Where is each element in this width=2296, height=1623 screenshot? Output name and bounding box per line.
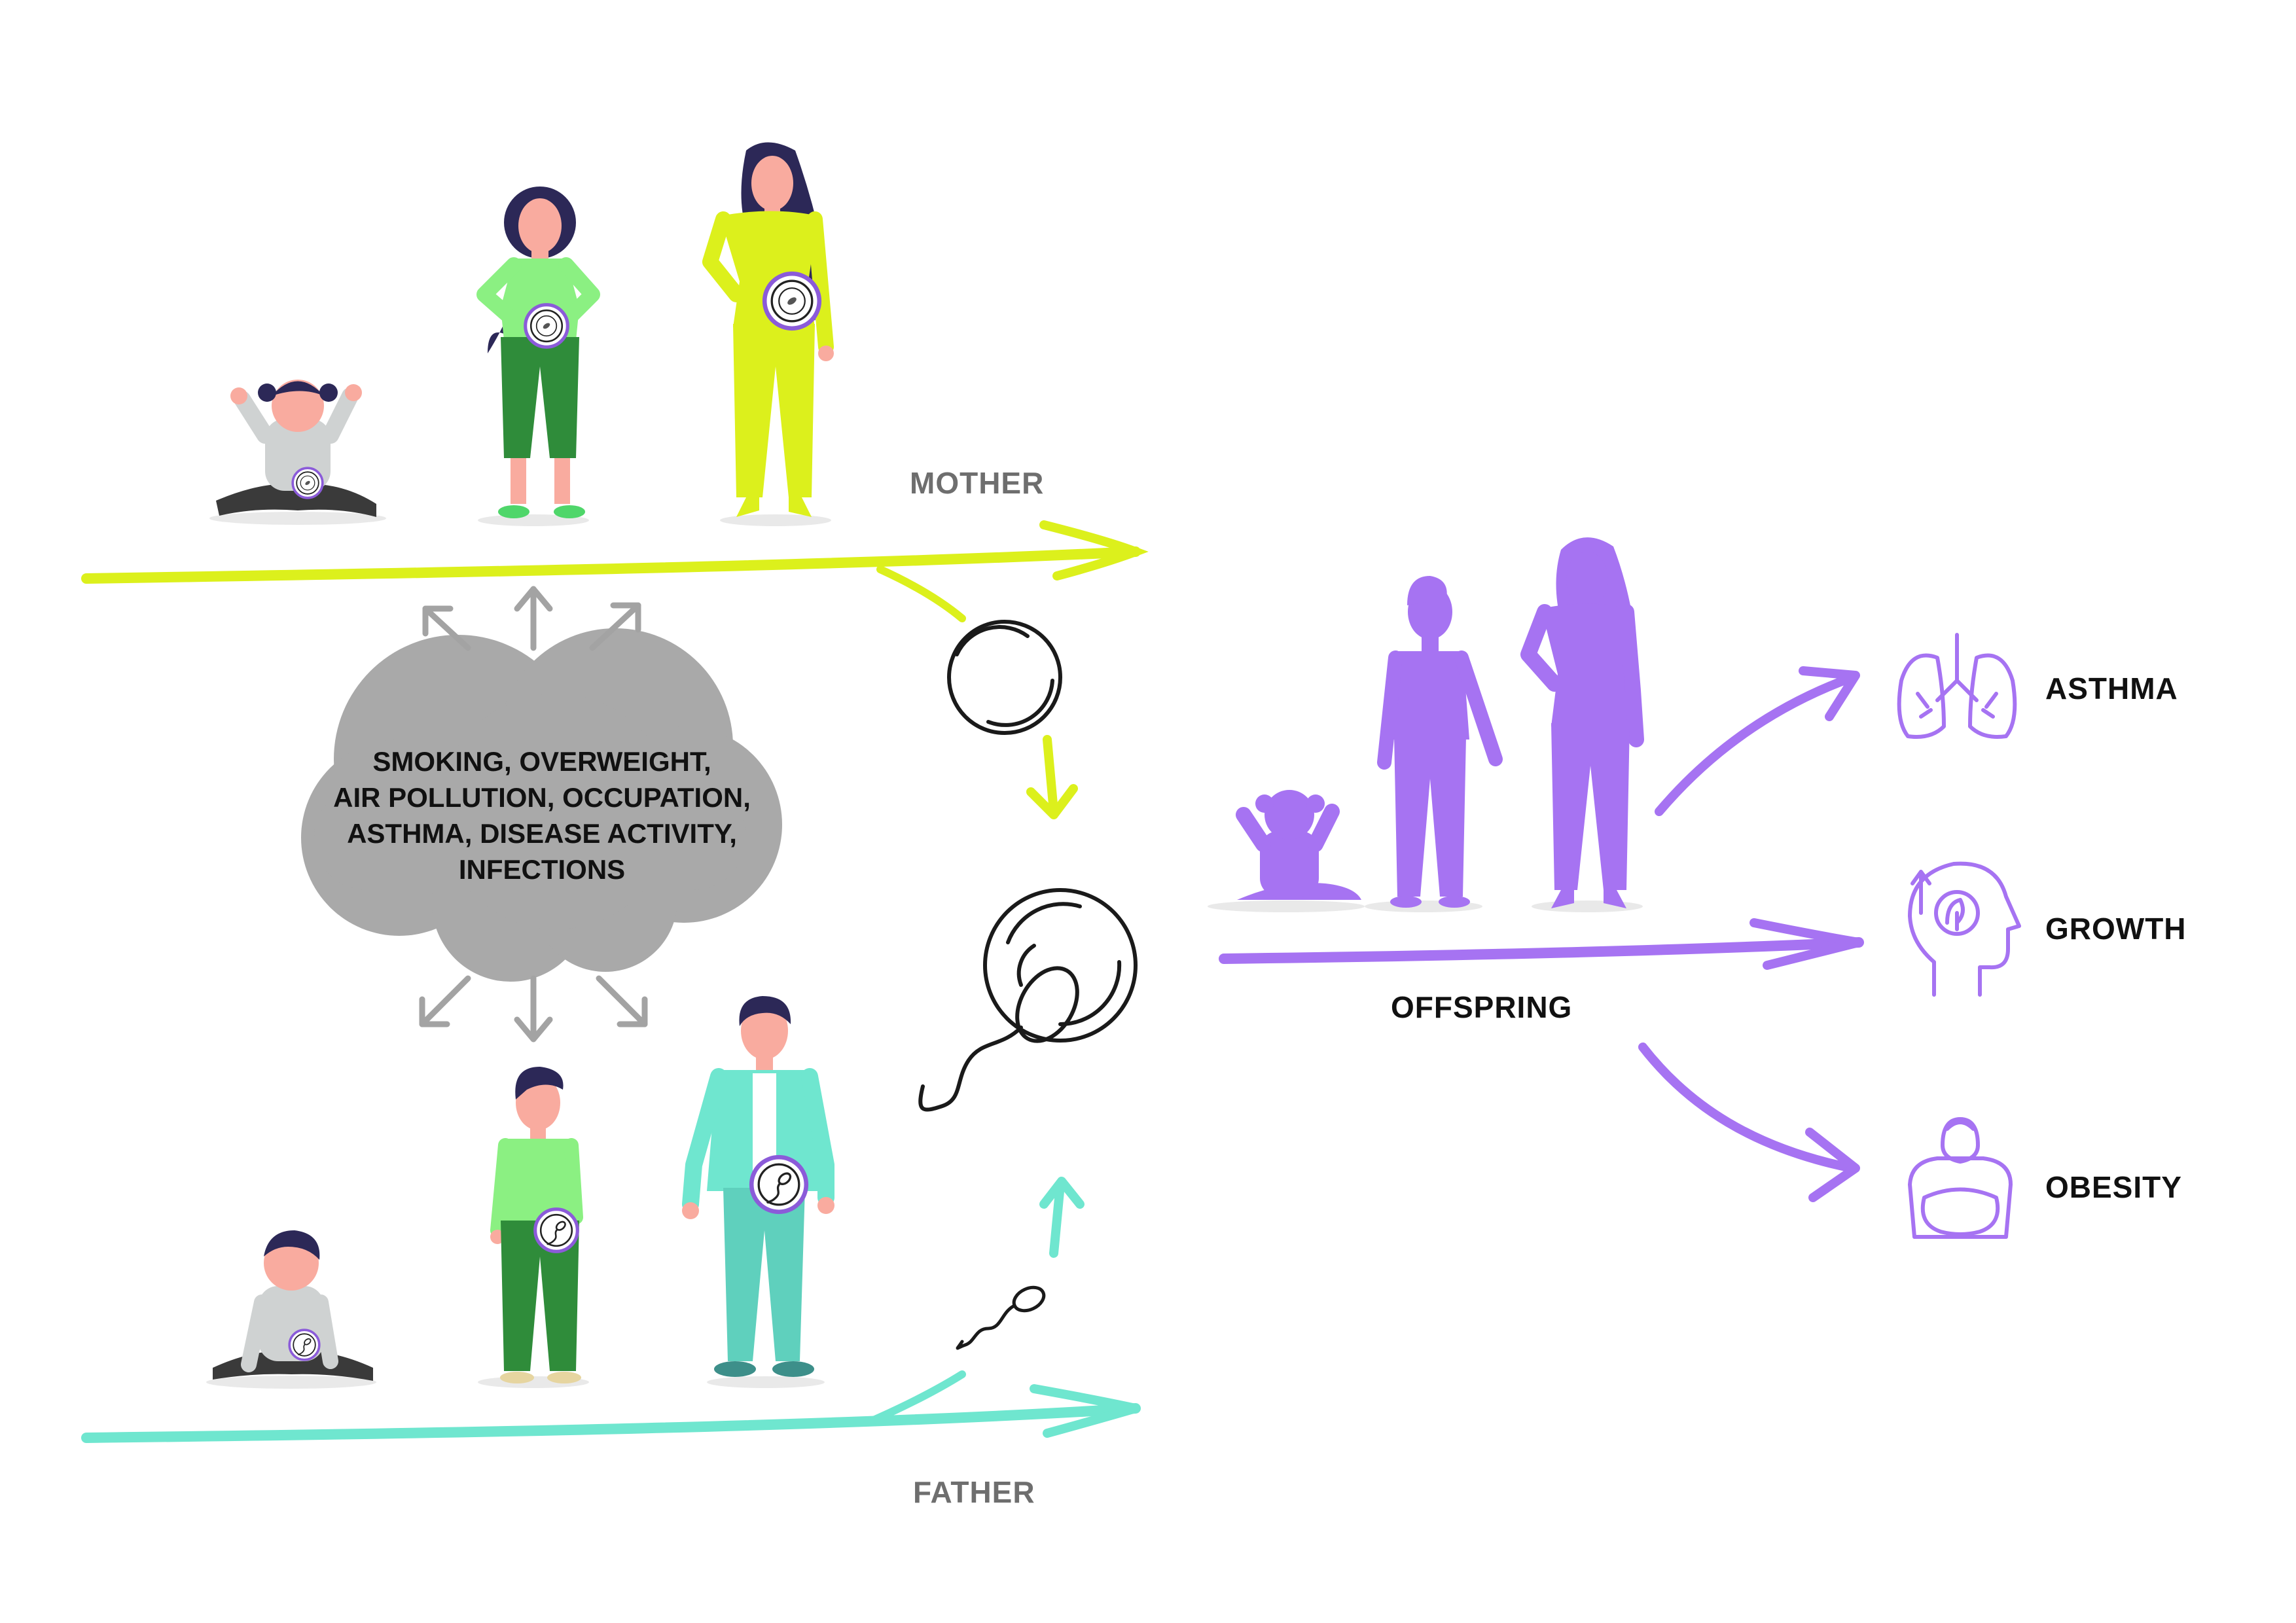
mother-timeline: MOTHER	[81, 466, 1149, 622]
offspring-adult-silhouette	[1520, 537, 1644, 912]
offspring-timeline: OFFSPRING	[1219, 918, 1864, 1024]
father-arrowhead	[1030, 1384, 1137, 1438]
head-growth-icon	[1908, 861, 2021, 997]
down-left-arrow	[419, 975, 471, 1027]
father-adult-figure	[682, 996, 834, 1388]
father-timeline-arrow	[81, 1403, 1141, 1443]
mother-arrowhead	[1039, 520, 1149, 580]
father-label: FATHER	[913, 1475, 1035, 1509]
father-child-figure	[478, 1067, 589, 1388]
up-right-arrow	[589, 602, 641, 651]
asthma-arrow	[1655, 666, 1860, 816]
mother-child-figure	[476, 187, 600, 526]
offspring-arrowhead	[1749, 918, 1860, 970]
mother-baby-figure	[209, 380, 386, 525]
obesity-body-icon	[1908, 1117, 2013, 1239]
fertilization-icon	[918, 888, 1138, 1112]
mother-label: MOTHER	[910, 466, 1044, 500]
sperm-cell-icon	[956, 1285, 1046, 1350]
father-baby-figure	[206, 1230, 376, 1389]
father-timeline: FATHER	[81, 1370, 1141, 1509]
offspring-timeline-arrow	[1219, 937, 1864, 964]
risk-factors-cloud: SMOKING, OVERWEIGHT, AIR POLLUTION, OCCU…	[301, 628, 782, 982]
mother-adult-figure	[702, 142, 834, 526]
offspring-baby-silhouette	[1208, 790, 1365, 912]
cloud-line-3: ASTHMA, DISEASE ACTIVITY,	[347, 818, 737, 849]
offspring-label: OFFSPRING	[1391, 990, 1572, 1024]
down-arrow	[514, 975, 553, 1043]
obesity-arrow	[1638, 1043, 1860, 1202]
lungs-icon	[1897, 633, 2017, 739]
outcome-label-obesity: OBESITY	[2045, 1170, 2182, 1204]
mother-branch	[876, 565, 966, 622]
father-branch	[867, 1370, 966, 1425]
influence-arrows	[419, 586, 648, 1043]
outcome-arrows	[1638, 666, 1860, 1202]
cloud-line-1: SMOKING, OVERWEIGHT,	[372, 746, 711, 777]
up-arrow	[514, 586, 553, 651]
cloud-line-4: INFECTIONS	[459, 854, 625, 885]
offspring-child-silhouette	[1365, 576, 1503, 912]
mother-timeline-arrow	[81, 546, 1141, 584]
sperm-up-arrow	[1039, 1177, 1085, 1258]
cloud-line-2: AIR POLLUTION, OCCUPATION,	[333, 782, 751, 813]
outcome-label-growth: GROWTH	[2045, 912, 2187, 946]
egg-down-arrow	[1026, 735, 1078, 819]
egg-cell-icon	[947, 620, 1062, 735]
up-left-arrow	[422, 605, 471, 651]
outcome-label-asthma: ASTHMA	[2045, 671, 2178, 705]
down-right-arrow	[596, 975, 648, 1027]
